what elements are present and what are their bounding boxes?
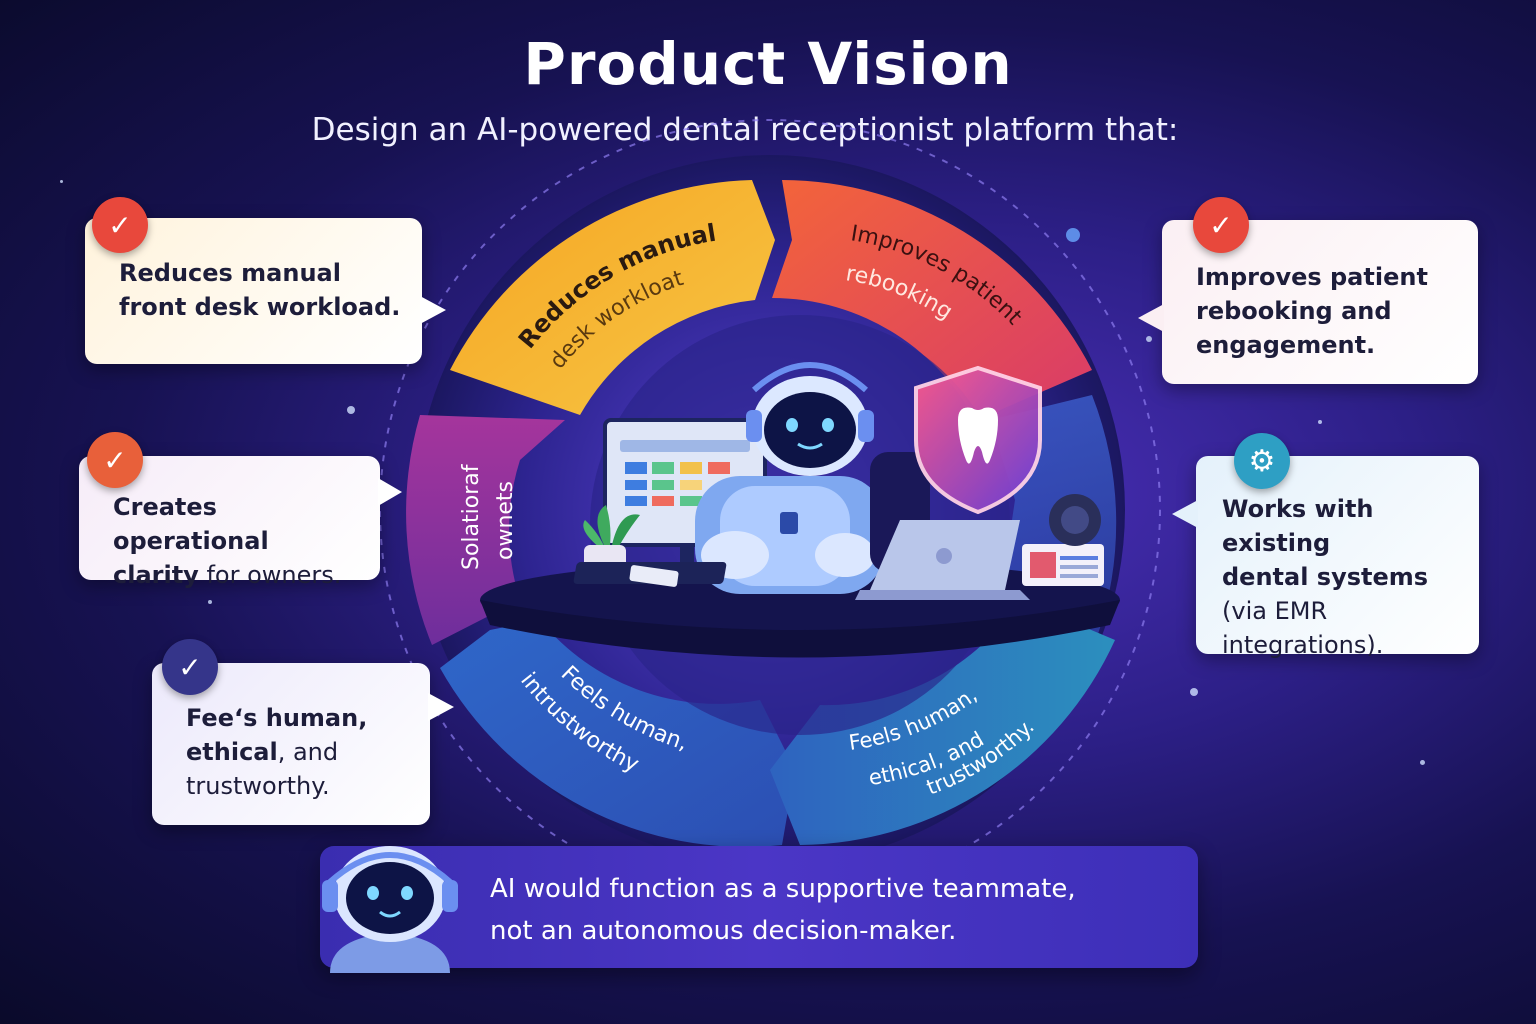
card-line: Fee‘s human, [186,704,368,732]
card-line: for owners. [198,561,342,589]
card-pointer [1138,304,1164,332]
summary-line: AI would function as a supportive teamma… [490,874,1076,904]
card-line: trustworthy. [186,772,330,800]
card-line: dental systems [1222,563,1429,591]
card-line: front desk workload. [119,293,401,321]
robot-illustration [695,362,885,594]
card-line: Improves patient [1196,263,1428,291]
card-line: rebooking and [1196,297,1392,325]
summary-banner: AI would function as a supportive teamma… [320,846,1198,968]
segment-text: Solatioraf [459,463,484,570]
card-pointer [428,693,454,721]
summary-line: not an autonomous decision-maker. [490,916,957,946]
star [1066,228,1080,242]
gear-icon: ⚙ [1234,433,1290,489]
page-subtitle: Design an AI-powered dental receptionist… [311,112,1179,148]
card-line: engagement. [1196,331,1376,359]
card-line: , and [277,738,339,766]
card-line: Creates operational [113,493,269,555]
card-pointer [1172,500,1198,528]
check-icon: ✓ [87,432,143,488]
card-pointer [378,478,402,506]
segment-text: ownets [493,481,518,560]
card-line: Works with existing [1222,495,1374,557]
card-systems: Works with existing dental systems (via … [1172,456,1479,659]
card-line: Reduces manual [119,259,341,287]
card-workload: Reduces manual front desk workload. [85,218,446,364]
star [347,406,355,414]
star [60,180,63,183]
card-pointer [420,296,446,324]
check-icon: ✓ [162,639,218,695]
page-title: Product Vision [523,30,1013,98]
card-line: (via EMR [1222,597,1328,625]
card-line: clarity [113,561,199,589]
check-icon: ✓ [1193,197,1249,253]
shield-tooth-icon [914,365,1042,515]
star [208,600,212,604]
star [1146,336,1152,342]
card-line: ethical [186,738,278,766]
check-icon: ✓ [92,197,148,253]
robot-avatar [322,846,458,973]
star [1318,420,1322,424]
star [1190,688,1198,696]
card-line: integrations). [1222,631,1384,659]
star [1420,760,1425,765]
